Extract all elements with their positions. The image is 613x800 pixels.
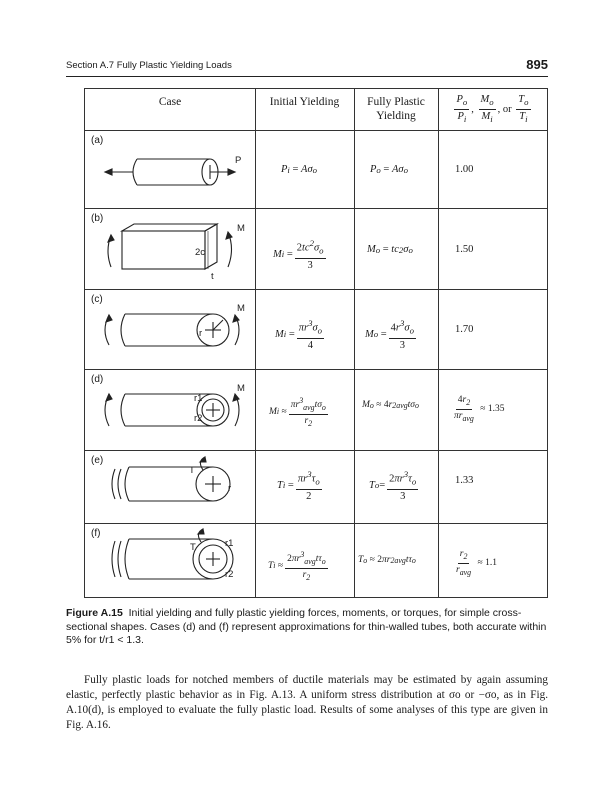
- label-r2-f: r2: [225, 569, 233, 580]
- row-label-c: (c): [91, 294, 103, 305]
- figure-table: Case Initial Yielding Fully Plastic Yiel…: [84, 88, 548, 598]
- label-M-c: M: [237, 303, 245, 314]
- label-M-d: M: [237, 383, 245, 394]
- row-label-e: (e): [91, 455, 104, 466]
- ratio-a: 1.00: [455, 164, 474, 175]
- running-head: Section A.7 Fully Plastic Yielding Loads…: [66, 57, 548, 77]
- cylinder-figure-a: [103, 158, 237, 186]
- label-T-e: T: [189, 465, 195, 476]
- label-2c: 2c: [195, 247, 205, 258]
- beam-figure-b: [107, 223, 233, 270]
- column-divider: [438, 89, 439, 597]
- label-P: P: [235, 155, 241, 166]
- row-label-d: (d): [91, 374, 104, 385]
- row-divider: [85, 289, 547, 290]
- case-figures: P M 2c t M r M r1 r2 T r T r1 r2: [103, 155, 245, 580]
- tube-figure-f: [111, 527, 234, 580]
- header-case: Case: [158, 96, 182, 108]
- shaft-figure-e: [111, 455, 231, 502]
- label-r1-f: r1: [225, 538, 233, 549]
- section-title: Section A.7 Fully Plastic Yielding Loads: [66, 60, 232, 71]
- row-divider: [85, 369, 547, 370]
- row-label-f: (f): [91, 528, 101, 539]
- figure-caption: Figure A.15 Initial yielding and fully p…: [66, 607, 548, 648]
- ratio-e: 1.33: [455, 475, 474, 486]
- header-initial-yielding: Initial Yielding: [269, 96, 340, 108]
- header-ratio-or: or: [502, 104, 512, 115]
- column-divider: [255, 89, 256, 597]
- label-M-b: M: [237, 223, 245, 234]
- tube-figure-d: [104, 392, 240, 427]
- label-r-e: r: [228, 483, 231, 494]
- row-divider: [85, 208, 547, 209]
- ratio-d: ≈ 1.35: [480, 404, 505, 415]
- row-label-a: (a): [91, 135, 104, 146]
- row-divider: [85, 450, 547, 451]
- row-label-b: (b): [91, 213, 104, 224]
- label-t: t: [211, 271, 214, 282]
- caption-text: Initial yielding and fully plastic yield…: [66, 607, 547, 646]
- label-r-c: r: [199, 328, 202, 339]
- column-divider: [354, 89, 355, 597]
- body-paragraph: Fully plastic loads for notched members …: [66, 674, 548, 731]
- circle-figure-c: [104, 313, 240, 347]
- label-r2-d: r2: [194, 413, 202, 424]
- ratio-b: 1.50: [455, 244, 474, 255]
- ratio-c: 1.70: [455, 324, 474, 335]
- page-number: 895: [526, 57, 548, 72]
- header-fully-plastic: Fully Plastic Yielding: [367, 96, 425, 122]
- label-T-f: T: [190, 542, 196, 553]
- caption-label: Figure A.15: [66, 607, 123, 619]
- label-r1-d: r1: [194, 393, 202, 404]
- header-divider: [85, 130, 547, 131]
- row-divider: [85, 523, 547, 524]
- ratio-f: ≈ 1.1: [477, 558, 497, 569]
